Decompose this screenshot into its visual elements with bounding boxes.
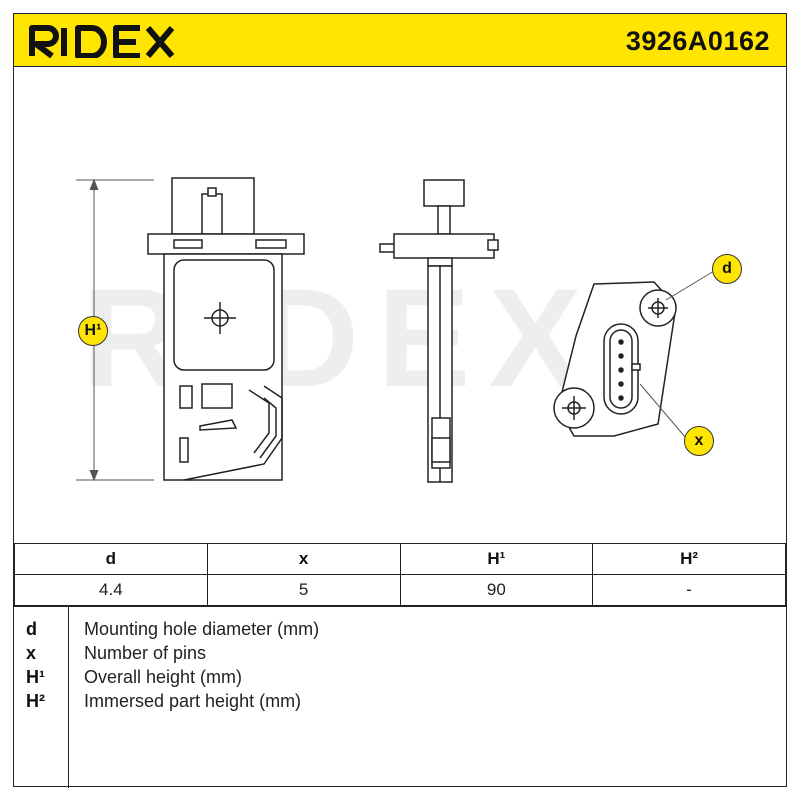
- header-bar: 3926A0162: [14, 14, 786, 67]
- legend-text: Number of pins: [84, 643, 207, 663]
- spec-value-d: 4.4: [14, 574, 208, 606]
- legend-item: H² Immersed part height (mm): [14, 691, 786, 715]
- x-badge: x: [684, 426, 714, 456]
- legend-text: Mounting hole diameter (mm): [84, 619, 320, 639]
- spec-table: d x H¹ H² 4.4 5 90 -: [14, 543, 786, 606]
- h1-badge: H¹: [78, 316, 108, 346]
- spec-header-d: d: [14, 543, 208, 575]
- spec-header-row: d x H¹ H²: [14, 543, 786, 575]
- sensor-drawing-svg: RIDEX: [76, 177, 715, 483]
- technical-drawing: RIDEX: [14, 68, 786, 543]
- legend-item: H¹ Overall height (mm): [14, 667, 786, 691]
- legend-text: Immersed part height (mm): [84, 691, 302, 711]
- part-number: 3926A0162: [625, 26, 770, 56]
- spec-value-row: 4.4 5 90 -: [14, 574, 786, 606]
- spec-header-x: x: [206, 543, 401, 575]
- leader-lines: [639, 270, 715, 439]
- product-sheet: 3926A0162 RIDEX: [13, 13, 787, 788]
- spec-value-h1: 90: [399, 574, 594, 606]
- spec-header-h1: H¹: [399, 543, 594, 575]
- watermark-text: RIDEX: [82, 259, 600, 416]
- legend-key: d: [26, 619, 37, 639]
- legend: d Mounting hole diameter (mm) x Number o…: [14, 606, 786, 788]
- side-view: [379, 179, 499, 483]
- front-view: [147, 177, 305, 481]
- spec-value-x: 5: [206, 574, 401, 606]
- legend-item: d Mounting hole diameter (mm): [14, 619, 786, 643]
- legend-key: x: [26, 643, 37, 663]
- spec-header-h2: H²: [592, 543, 786, 575]
- legend-key: H²: [26, 691, 45, 711]
- ridex-logo: [29, 25, 175, 58]
- d-badge: d: [712, 254, 742, 284]
- spec-value-h2: -: [592, 574, 786, 606]
- legend-item: x Number of pins: [14, 643, 786, 667]
- legend-divider: [68, 607, 69, 788]
- legend-key: H¹: [26, 667, 45, 687]
- connector-view: [553, 281, 677, 437]
- legend-text: Overall height (mm): [84, 667, 243, 687]
